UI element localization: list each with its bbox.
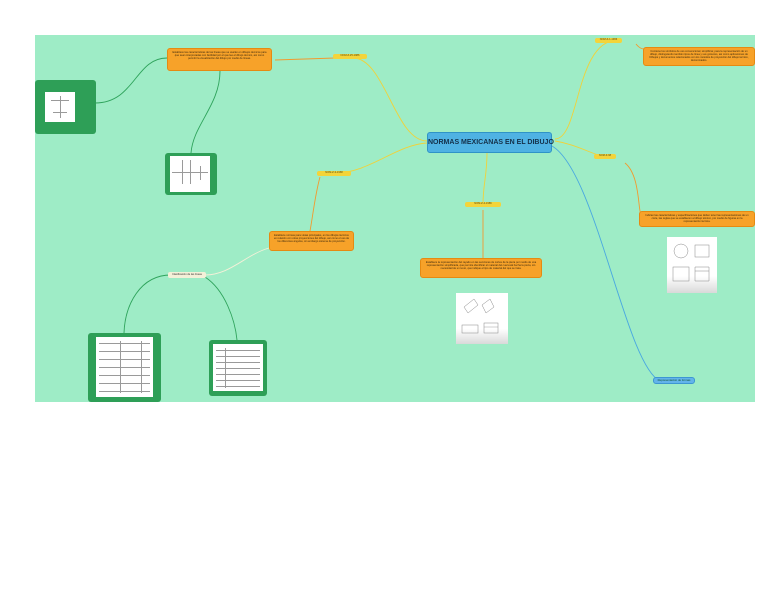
leaf-representacion[interactable]: Representación de formas <box>653 377 695 384</box>
description-nomz3: Establece normas para vistas principales… <box>269 231 354 251</box>
mindmap-canvas: NORMAS MEXICANAS EN EL DIBUJO NOM-Z-25-1… <box>35 35 755 402</box>
cut-representation-image <box>667 237 717 293</box>
image-frame-2 <box>165 153 217 195</box>
label-nomz68[interactable]: NOM-Z-68 <box>594 154 616 159</box>
link-side-to-img3 <box>123 274 172 334</box>
link-desc1-to-img1 <box>94 57 168 104</box>
central-topic[interactable]: NORMAS MEXICANAS EN EL DIBUJO <box>427 132 554 153</box>
description-nomz2: Contiene los símbolos de uso convenciona… <box>643 47 755 66</box>
link-central-to-nomz2 <box>554 39 619 140</box>
link-nomz68-to-desc <box>624 162 642 216</box>
link-side-to-img4 <box>204 276 238 341</box>
description-nomz25: Establece las características de las lín… <box>167 48 272 71</box>
label-nomz2[interactable]: NOM-Z-1-1966 <box>595 38 622 43</box>
link-nomz25-to-desc <box>274 57 336 61</box>
projection-views-image <box>170 156 210 192</box>
link-central-to-nomz4 <box>482 152 488 205</box>
description-nomz68: Indican las características y especifica… <box>639 211 755 227</box>
link-central-to-nomz3 <box>334 142 428 174</box>
diagram-image <box>45 92 75 122</box>
label-nomz4[interactable]: NOM-Z-4-1986 <box>465 202 501 207</box>
image-frame-1 <box>35 80 96 134</box>
connector-lines <box>94 39 661 382</box>
line-table-image-1 <box>96 337 153 397</box>
label-nomz3[interactable]: NOM-Z-3-1968 <box>317 171 351 176</box>
link-central-to-bluelabel <box>549 144 661 382</box>
label-nomz25[interactable]: NOM-Z-25-1986 <box>333 54 367 59</box>
image-frame-3 <box>88 333 161 402</box>
section-hatching-image <box>456 293 508 344</box>
image-frame-4 <box>209 340 267 396</box>
link-nomz3-to-desc <box>309 176 321 232</box>
link-desc1-to-img2 <box>190 70 221 154</box>
link-desc3-to-side <box>204 247 270 276</box>
topic-clasificacion-lineas[interactable]: Clasificación de las líneas <box>168 272 206 278</box>
line-table-image-2 <box>213 344 263 391</box>
link-central-to-nomz25 <box>352 57 428 142</box>
description-nomz4: Establece la representación del rayado e… <box>420 258 542 278</box>
